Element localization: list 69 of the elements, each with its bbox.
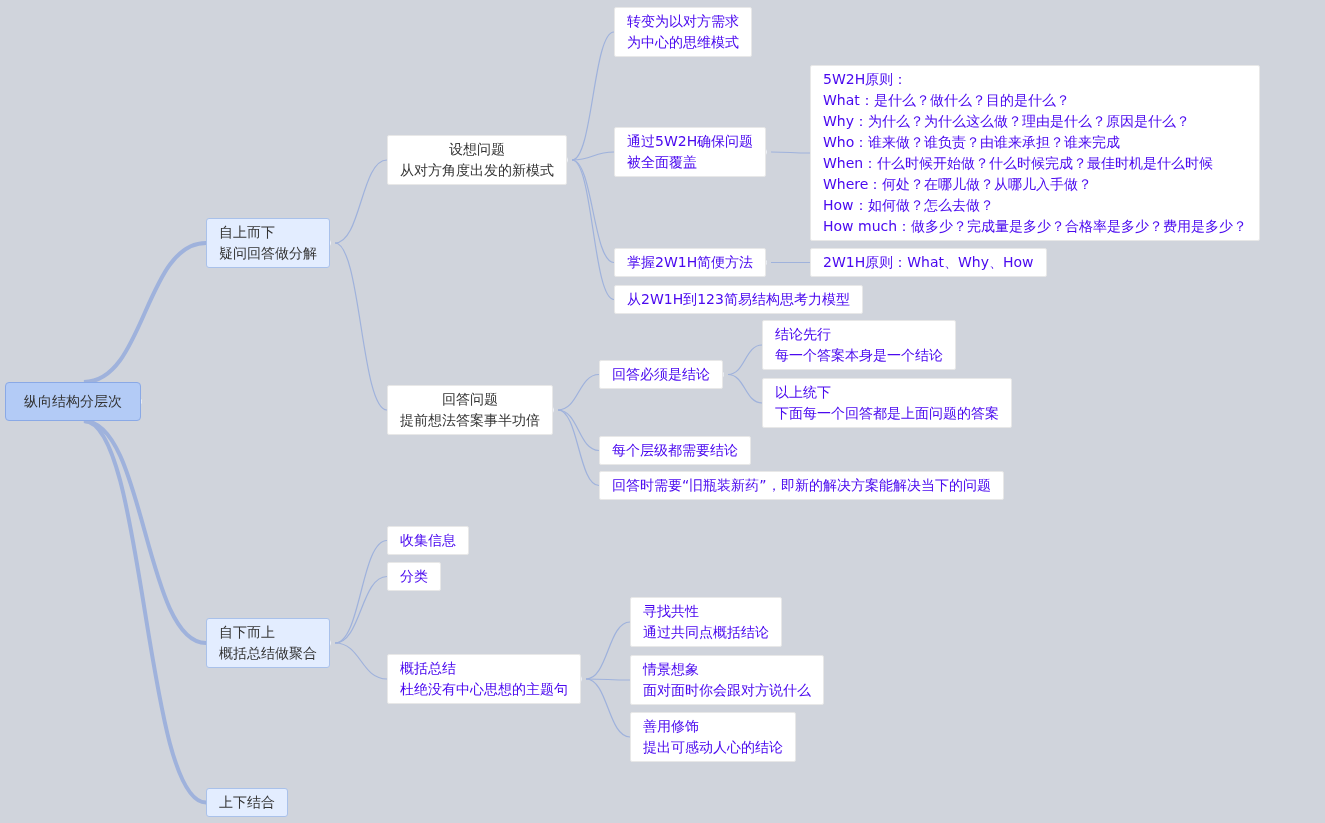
topic-text: 杜绝没有中心思想的主题句 [400, 680, 568, 699]
subtopic-box [387, 654, 581, 704]
subtopic-box [387, 385, 553, 435]
topic-text: 下面每一个回答都是上面问题的答案 [775, 404, 999, 423]
subtopic-box [810, 65, 1261, 241]
topic-text: 概括总结做聚合 [219, 644, 317, 663]
topic-text: 设想问题 [448, 140, 506, 159]
topic-text: 善用修饰 [643, 717, 700, 736]
subtopic-box [630, 655, 824, 705]
connector-line [334, 575, 388, 644]
topic-text: 5W2H原则： [823, 70, 909, 89]
topic-text: 面对面时你会跟对方说什么 [643, 681, 811, 700]
root-topic: 纵向结构分层次 [5, 382, 141, 421]
subtopic-box: 2W1H原则：What、Why、How [810, 248, 1047, 277]
topic-text: How much：做多少？完成量是多少？合格率是多少？费用是多少？ [823, 217, 1248, 236]
connector-line [727, 373, 763, 404]
subtopic-box: 从2W1H到123简易结构思考力模型 [614, 285, 863, 314]
connector-line [557, 409, 600, 487]
branch-topic [206, 218, 330, 268]
topic-text: 为中心的思维模式 [627, 33, 739, 52]
subtopic-box: 收集信息 [387, 526, 469, 555]
connector-line [585, 678, 631, 738]
topic-text: When：什么时候开始做？什么时候完成？最佳时机是什么时候 [823, 154, 1215, 173]
connector-line [571, 151, 615, 161]
subtopic-box: 分类 [387, 562, 441, 591]
branch-topic: 上下结合 [206, 788, 288, 817]
subtopic-box: 掌握2W1H简便方法 [614, 248, 767, 277]
connector-line [770, 261, 811, 264]
topic-text: 自下而上 [219, 623, 276, 642]
topic-text: 寻找共性 [643, 602, 700, 621]
branch-topic [206, 618, 330, 668]
connector-line [83, 241, 207, 384]
connector-line [557, 373, 600, 411]
topic-text: 提出可感动人心的结论 [643, 738, 783, 757]
connector-line [585, 678, 631, 681]
topic-text: How：如何做？怎么去做？ [823, 196, 995, 215]
connector-line [334, 159, 388, 244]
subtopic-box: 每个层级都需要结论 [599, 436, 751, 465]
topic-text: Where：何处？在哪儿做？从哪儿入手做？ [823, 175, 1094, 194]
topic-text: 从对方角度出发的新模式 [400, 161, 554, 180]
connector-line [334, 242, 388, 411]
topic-text: 概括总结 [400, 659, 457, 678]
topic-text: 提前想法答案事半功倍 [400, 411, 540, 430]
subtopic-box [762, 320, 956, 370]
topic-text: 自上而下 [219, 223, 276, 242]
topic-text: 以上统下 [775, 383, 832, 402]
connector-line [334, 642, 388, 680]
subtopic-box: 回答必须是结论 [599, 360, 723, 389]
topic-text: 通过共同点概括结论 [643, 623, 769, 642]
topic-text: 每一个答案本身是一个结论 [775, 346, 943, 365]
topic-text: 结论先行 [775, 325, 832, 344]
subtopic-box [614, 127, 767, 177]
topic-text: 回答问题 [441, 390, 499, 409]
connector-line [770, 151, 811, 154]
subtopic-box [630, 712, 796, 762]
topic-text: Who：谁来做？谁负责？由谁来承担？谁来完成 [823, 133, 1122, 152]
subtopic-box [387, 135, 567, 185]
subtopic-box [614, 7, 752, 57]
subtopic-box: 回答时需要“旧瓶装新药”，即新的解决方案能解决当下的问题 [599, 471, 1004, 500]
topic-text: 情景想象 [643, 660, 700, 679]
topic-text: Why：为什么？为什么这么做？理由是什么？原因是什么？ [823, 112, 1191, 131]
topic-text: 被全面覆盖 [627, 153, 698, 172]
topic-text: What：是什么？做什么？目的是什么？ [823, 91, 1071, 110]
topic-text: 转变为以对方需求 [627, 12, 739, 31]
connector-line [571, 159, 615, 301]
topic-text: 通过5W2H确保问题 [627, 132, 754, 151]
subtopic-box [630, 597, 782, 647]
subtopic-box [762, 378, 1012, 428]
topic-text: 疑问回答做分解 [219, 244, 317, 263]
